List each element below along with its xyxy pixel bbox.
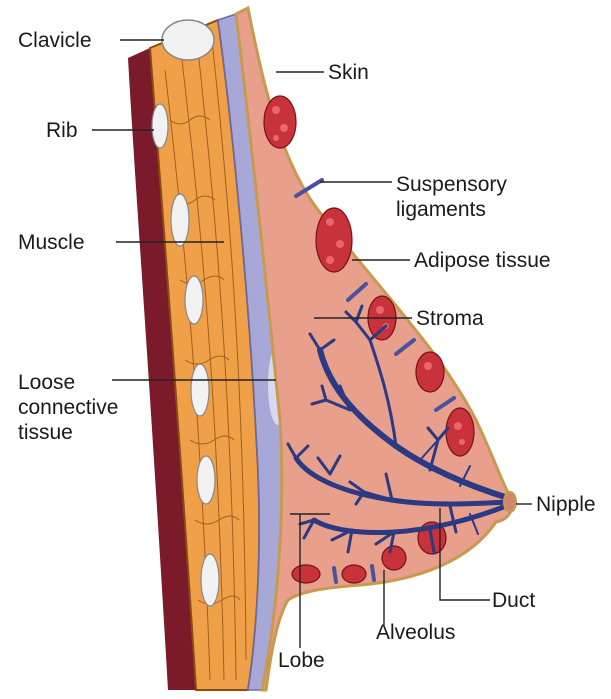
nipple-tip (504, 492, 516, 512)
clavicle-bone (162, 20, 214, 60)
label-nipple: Nipple (536, 492, 596, 517)
label-stroma: Stroma (416, 306, 484, 331)
rib-5 (197, 456, 215, 504)
label-loose-connective-tissue: Loose connective tissue (18, 370, 118, 445)
adipose-cluster-5 (446, 408, 474, 456)
adipose-cluster-2 (316, 208, 352, 272)
rib-3 (185, 276, 203, 324)
label-muscle: Muscle (18, 230, 85, 255)
label-clavicle: Clavicle (18, 28, 92, 53)
rib-2 (171, 194, 189, 246)
rib-6 (201, 554, 219, 606)
rib-1 (152, 104, 168, 148)
adipose-cluster-8 (292, 565, 320, 583)
adipose-cluster-7 (382, 546, 406, 570)
ligament-6 (372, 566, 374, 580)
adipose-cluster-4 (416, 352, 444, 392)
ligament-5 (334, 568, 336, 582)
label-alveolus: Alveolus (376, 620, 455, 645)
label-lobe: Lobe (278, 648, 325, 673)
rib-4 (191, 364, 209, 416)
label-rib: Rib (46, 118, 78, 143)
adipose-cluster-9 (342, 565, 366, 583)
label-suspensory-ligaments: Suspensory ligaments (396, 172, 507, 222)
label-adipose-tissue: Adipose tissue (414, 248, 551, 273)
label-duct: Duct (492, 588, 535, 613)
adipose-cluster-1 (264, 96, 296, 148)
label-skin: Skin (328, 60, 369, 85)
